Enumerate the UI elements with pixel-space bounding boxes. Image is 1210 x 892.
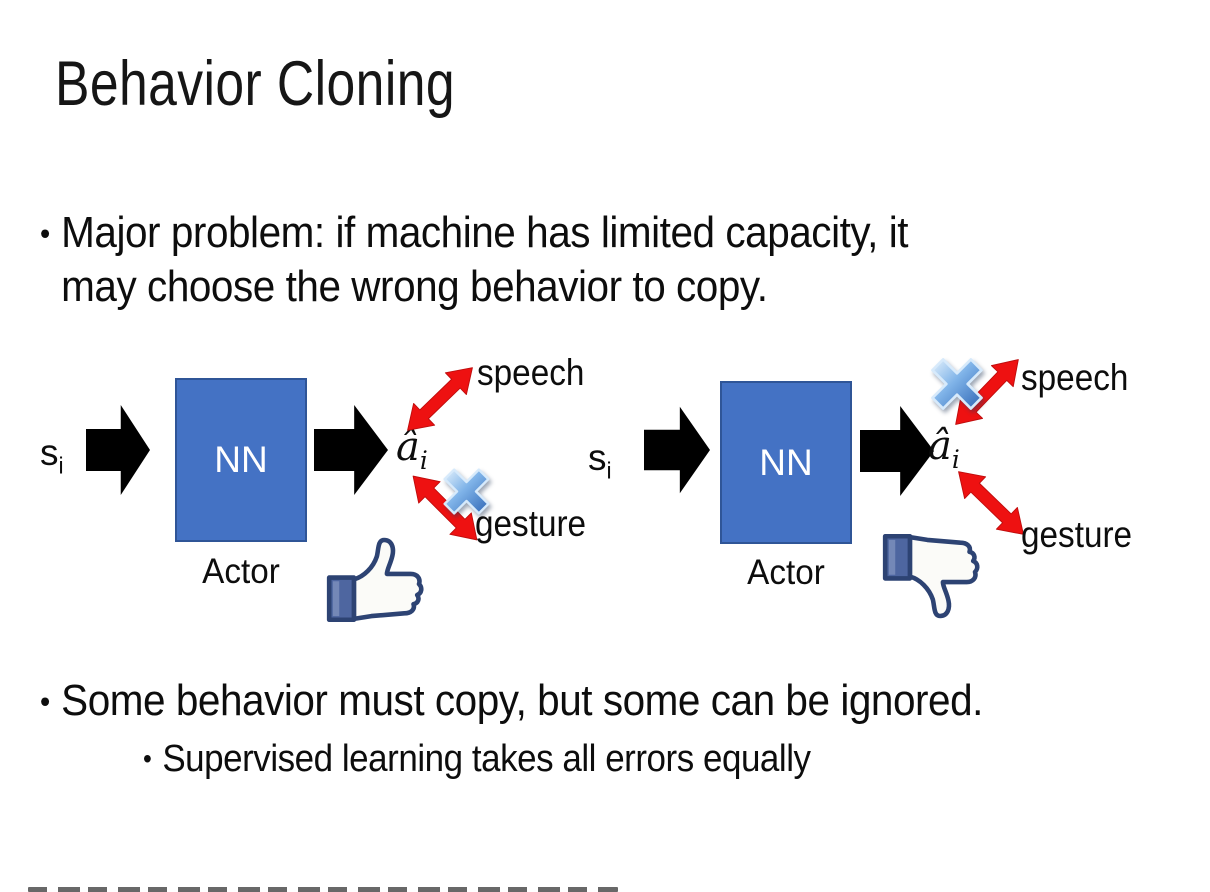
bullet-marker: • (143, 743, 152, 774)
left-input-state-label: si (40, 432, 64, 479)
left-speech-double-arrow-icon (395, 355, 485, 443)
left-gesture-label: gesture (475, 503, 587, 544)
right-input-state-label: si (588, 437, 612, 484)
left-nn-box: NN (175, 378, 307, 542)
left-input-flow-arrow-icon (86, 398, 150, 502)
left-output-flow-arrow-icon (314, 398, 388, 502)
bullet-supervised-learning: • Supervised learning takes all errors eq… (143, 738, 811, 781)
page-title: Behavior Cloning (55, 49, 455, 119)
cut-off-text-artifact (28, 887, 618, 892)
left-actor-caption: Actor (202, 552, 280, 591)
thumbs-down-icon (876, 530, 986, 625)
bullet-text: Supervised learning takes all errors equ… (162, 738, 811, 780)
nn-box-label: NN (759, 441, 813, 483)
right-gesture-double-arrow-icon (946, 459, 1036, 547)
right-gesture-label: gesture (1021, 514, 1133, 555)
thumbs-up-icon (320, 531, 430, 626)
right-actor-caption: Actor (747, 553, 825, 592)
bullet-marker: • (40, 683, 50, 719)
bullet-major-problem-line2: may choose the wrong behavior to copy. (40, 262, 768, 312)
right-speech-cross-icon (925, 352, 989, 416)
right-output-action-label: âi (928, 423, 960, 474)
bullet-some-behavior: • Some behavior must copy, but some can b… (40, 676, 983, 726)
right-nn-box: NN (720, 381, 852, 544)
left-output-action-label: âi (396, 424, 428, 475)
left-speech-label: speech (477, 352, 585, 393)
left-gesture-double-arrow-icon (400, 463, 489, 552)
nn-box-label: NN (214, 439, 268, 480)
right-output-flow-arrow-icon (860, 399, 934, 503)
bullet-major-problem-line1: • Major problem: if machine has limited c… (40, 208, 909, 258)
right-input-flow-arrow-icon (644, 400, 710, 500)
bullet-text: Major problem: if machine has limited ca… (61, 208, 909, 257)
bullet-marker: • (40, 215, 50, 251)
left-gesture-cross-icon (438, 463, 495, 520)
right-speech-label: speech (1021, 357, 1129, 398)
bullet-text: may choose the wrong behavior to copy. (61, 262, 768, 311)
bullet-text: Some behavior must copy, but some can be… (61, 676, 983, 725)
